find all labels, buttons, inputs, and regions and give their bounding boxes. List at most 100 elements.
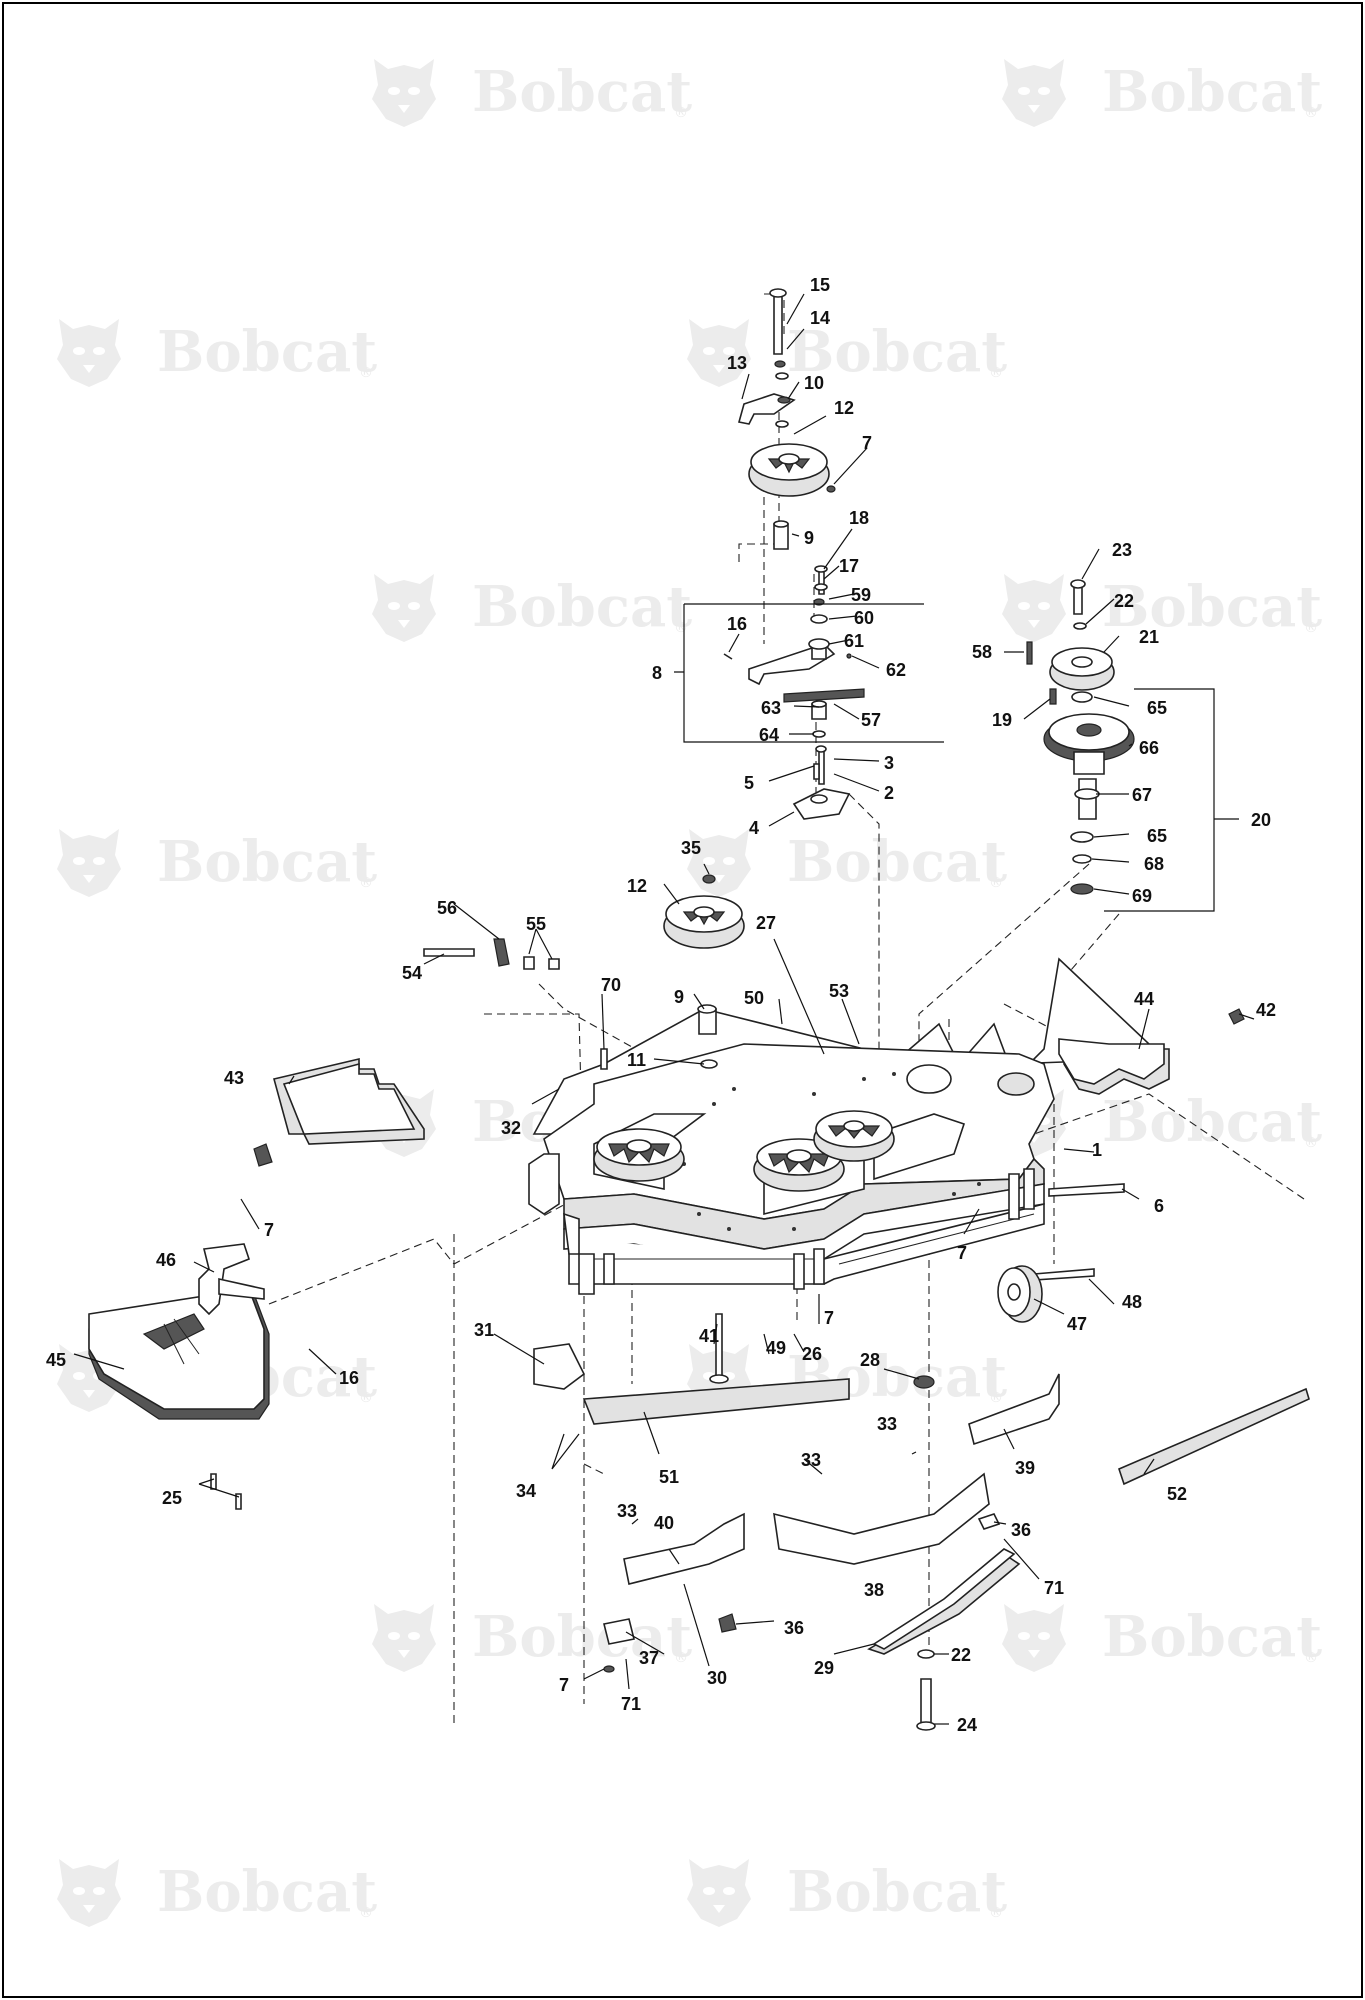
- callout-label: 33: [617, 1501, 637, 1521]
- callout-label: 7: [824, 1308, 834, 1328]
- callout-label: 22: [1114, 591, 1134, 611]
- bolt-16: [723, 653, 733, 660]
- chain-56: [493, 938, 510, 967]
- watermark-text: Bobcat: [157, 319, 377, 385]
- callout-label: 56: [437, 898, 457, 918]
- mount-plate-4: [792, 788, 851, 820]
- bracket-37: [603, 1618, 635, 1645]
- callout-label: 70: [601, 975, 621, 995]
- callout-label: 71: [1044, 1578, 1064, 1598]
- bobcat-logo-icon: [1002, 574, 1066, 642]
- mower-deck: [528, 957, 1150, 1295]
- callout-label: 64: [759, 725, 779, 745]
- pulley-12b: [663, 895, 745, 949]
- watermark-registered: ®: [359, 365, 373, 381]
- callout-label: 46: [156, 1250, 176, 1270]
- watermark-text: Bobcat: [1102, 574, 1322, 640]
- bottom-hardware: [210, 1473, 1001, 1731]
- callout-label: 26: [802, 1344, 822, 1364]
- pin-54: [423, 948, 475, 957]
- bolt-19: [1049, 688, 1057, 705]
- bracket-31: [533, 1343, 586, 1390]
- baffle-39: [968, 1373, 1060, 1446]
- callout-label: 19: [992, 710, 1012, 730]
- bracket-8-line: [674, 603, 944, 743]
- clip-42: [1228, 1008, 1245, 1025]
- watermark: Bobcat ®: [57, 1859, 377, 1927]
- callout-label: 61: [844, 631, 864, 651]
- callout-label: 16: [339, 1368, 359, 1388]
- watermark: Bobcat ®: [1002, 1089, 1322, 1157]
- deck-pulleys: [593, 1110, 895, 1192]
- axle-6: [1048, 1183, 1125, 1197]
- callout-label: 3: [884, 753, 894, 773]
- watermark-registered: ®: [359, 1905, 373, 1921]
- watermark-registered: ®: [359, 875, 373, 891]
- ring-68: [1072, 854, 1092, 864]
- baffle-51: [582, 1378, 850, 1425]
- callout-label: 34: [516, 1481, 536, 1501]
- watermark-registered: ®: [1304, 1135, 1318, 1151]
- seal-69: [1070, 883, 1094, 895]
- watermark-registered: ®: [674, 620, 688, 636]
- watermark-registered: ®: [1304, 620, 1318, 636]
- bobcat-logo-icon: [372, 59, 436, 127]
- callout-label: 11: [627, 1050, 646, 1070]
- watermark: Bobcat ®: [1002, 59, 1322, 127]
- callout-label: 58: [972, 642, 992, 662]
- watermark-text: Bobcat: [1102, 1089, 1322, 1155]
- axle-48: [1033, 1268, 1095, 1281]
- callout-label: 10: [804, 373, 824, 393]
- washer-22: [1073, 622, 1087, 630]
- key-58: [1026, 641, 1033, 665]
- watermark-text: Bobcat: [472, 574, 692, 640]
- callout-label: 21: [1139, 627, 1159, 647]
- clip-36b: [977, 1513, 1001, 1530]
- idler-top-assembly: [737, 288, 836, 550]
- callout-label: 33: [801, 1450, 821, 1470]
- bolt-holes: [682, 1072, 981, 1231]
- watermark-registered: ®: [1304, 1650, 1318, 1666]
- baffle-38: [773, 1472, 990, 1565]
- callout-label: 7: [862, 433, 872, 453]
- callout-labels: 15 14 13 10 12 7 9 18 17 59 60 16 61 8 6…: [46, 275, 1276, 1735]
- callout-label: 12: [627, 876, 647, 896]
- watermark: Bobcat ®: [372, 1604, 692, 1672]
- watermark: Bobcat ®: [687, 319, 1007, 387]
- idler-arm-assembly: [723, 565, 865, 820]
- belt-cover-right-44: [1058, 1038, 1170, 1095]
- watermark: Bobcat ®: [687, 829, 1007, 897]
- spindle-right: [813, 1110, 895, 1162]
- callout-label: 63: [761, 698, 781, 718]
- callout-label: 22: [951, 1645, 971, 1665]
- callout-label: 7: [559, 1675, 569, 1695]
- callout-label: 42: [1256, 1000, 1276, 1020]
- callout-label: 32: [501, 1118, 521, 1138]
- callout-label: 30: [707, 1668, 727, 1688]
- callout-label: 47: [1067, 1314, 1087, 1334]
- callout-label: 31: [474, 1320, 494, 1340]
- clip-left: [253, 1143, 273, 1167]
- watermark-registered: ®: [359, 1390, 373, 1406]
- callout-label: 1: [1092, 1140, 1102, 1160]
- bobcat-logo-icon: [57, 829, 121, 897]
- callout-label: 7: [264, 1220, 274, 1240]
- bushing-28: [913, 1375, 935, 1389]
- watermark: Bobcat ®: [372, 574, 692, 642]
- bobcat-logo-icon: [372, 574, 436, 642]
- callout-label: 20: [1251, 810, 1271, 830]
- callout-label: 14: [810, 308, 830, 328]
- watermark-layer: Bobcat ® Bobcat ® Bobcat ® Bobcat ® Bobc…: [57, 59, 1322, 1927]
- washer-22b: [917, 1649, 935, 1659]
- bearing-65: [1071, 691, 1093, 703]
- callout-label: 57: [861, 710, 881, 730]
- spindle-housing-66: [1043, 713, 1135, 775]
- watermark-registered: ®: [1304, 105, 1318, 121]
- callout-label: 9: [674, 987, 684, 1007]
- side-hardware: [997, 1183, 1125, 1323]
- watermark: Bobcat ®: [57, 829, 377, 897]
- callout-label: 18: [849, 508, 869, 528]
- idler-pulley-12: [748, 443, 830, 497]
- callout-label: 65: [1147, 826, 1167, 846]
